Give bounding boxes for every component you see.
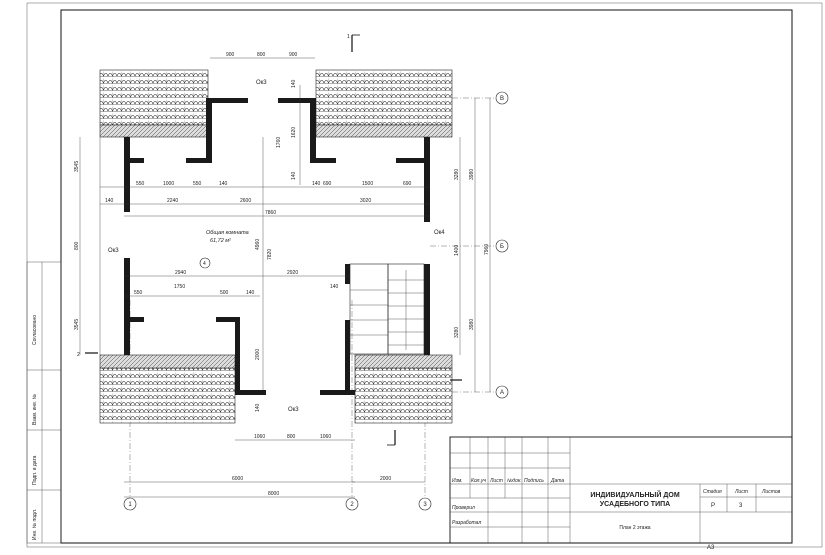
dim-shaft-1: 140 [291, 79, 297, 88]
stamp-sign-date: Подп. и дата [32, 455, 38, 485]
dim-r4-2: 1750 [174, 284, 185, 290]
title-block [449, 436, 793, 544]
dim-center-3: 2000 [255, 349, 261, 360]
tb-stage-header: Стадия [703, 489, 722, 495]
dim-r2-1: 140 [105, 198, 114, 204]
dim-r1-4: 140 [219, 181, 228, 187]
dim-left-3: 3545 [74, 319, 80, 330]
room-area: 61,72 м² [210, 238, 231, 244]
axis-label-b: Б [500, 244, 504, 250]
dim-right-4: 3280 [454, 327, 460, 338]
axis-marker-v [495, 91, 509, 105]
section-marks: 1 2 [77, 34, 462, 446]
dim-r3-1: 2940 [175, 270, 186, 276]
window-label-top: Ок3 [256, 80, 267, 86]
dim-top-1: 900 [226, 52, 235, 58]
tb-col-sign: Подпись [524, 478, 544, 484]
dim-r2-4: 3020 [360, 198, 371, 204]
dim-r1-8: 690 [403, 181, 412, 187]
side-stamp: Согласовано Взам. инв. № Подп. и дата Ин… [26, 261, 62, 544]
dim-r2-2: 2240 [167, 198, 178, 204]
dim-top-3: 900 [289, 52, 298, 58]
axis-marker-3 [418, 497, 432, 511]
walls [124, 98, 430, 395]
window-label-bottom: Ок3 [288, 407, 299, 413]
stamp-agreed: Согласовано [32, 315, 38, 345]
dim-r3-3: 140 [330, 284, 339, 290]
tb-col-kol: Кол.уч [471, 478, 486, 484]
dim-shaft-2: 1620 [291, 127, 297, 138]
dim-r1-2: 1000 [163, 181, 174, 187]
dim-top-2: 800 [257, 52, 266, 58]
dim-center-1: 4960 [255, 239, 261, 250]
stamp-replace-inv: Взам. инв. № [32, 394, 38, 425]
axis-marker-2 [345, 497, 359, 511]
dim-bottom-2: 800 [287, 434, 296, 440]
tb-sheet-header: Лист [734, 489, 748, 495]
axis-label-2: 2 [350, 502, 354, 508]
tb-col-list: Лист [489, 478, 503, 484]
dim-axes-total: 8000 [268, 491, 279, 497]
axis-label-1: 1 [128, 502, 132, 508]
dim-r2-3: 2600 [240, 198, 251, 204]
section-mark-left: 2 [77, 352, 80, 358]
dim-shaft-3: 1760 [276, 137, 282, 148]
dim-right-1: 3280 [454, 169, 460, 180]
tb-col-date: Дата [550, 478, 564, 484]
tb-sheet-title: План 2 этажа [619, 525, 650, 531]
dim-bottom-1: 1060 [254, 434, 265, 440]
dim-r1-6: 690 [323, 181, 332, 187]
axis-label-3: 3 [423, 502, 427, 508]
tb-col-izm: Изм. [452, 478, 463, 484]
tb-project-title-1: ИНДИВИДУАЛЬНЫЙ ДОМ [590, 490, 679, 499]
room-number: 4 [203, 261, 206, 267]
dim-total-inner: 7860 [265, 210, 276, 216]
window-label-right: Ок4 [434, 230, 445, 236]
dim-right-2: 3980 [469, 169, 475, 180]
dim-left-1: 3545 [74, 161, 80, 172]
tb-role-checked: Проверил [452, 505, 475, 511]
dim-r1-1: 550 [136, 181, 145, 187]
sheet-format: А3 [707, 545, 715, 550]
axis-marker-1 [123, 497, 137, 511]
dim-axes-1: 6000 [232, 476, 243, 482]
roof-tiles [99, 69, 453, 424]
axis-markers: В Б А 1 2 3 [123, 91, 509, 511]
dim-r1-7: 1500 [362, 181, 373, 187]
tb-stage-value: Р [711, 503, 715, 509]
dim-r1-5: 140 [312, 181, 321, 187]
tb-project-title-2: УСАДЕБНОГО ТИПА [600, 501, 670, 508]
dim-r4-4: 140 [246, 290, 255, 296]
tb-sheets-header: Листов [761, 489, 781, 495]
tb-role-developed: Разработал [452, 520, 481, 526]
dim-center-2: 7820 [267, 249, 273, 260]
axis-label-a: А [500, 390, 504, 396]
dim-right-5: 3980 [469, 319, 475, 330]
dim-shaft-4: 140 [291, 171, 297, 180]
dim-bottom-3: 1060 [320, 434, 331, 440]
stamp-inv-orig: Инв. № подл. [32, 509, 38, 540]
dimension-lines [79, 57, 491, 498]
dim-axes-2: 2000 [380, 476, 391, 482]
tb-col-doc: №док. [507, 478, 522, 484]
dim-center-4: 140 [255, 403, 261, 412]
axis-marker-b [495, 239, 509, 253]
dim-r1-3: 550 [193, 181, 202, 187]
section-mark-top: 1 [347, 34, 350, 40]
dim-left-2: 800 [74, 241, 80, 250]
dim-right-3: 1400 [454, 245, 460, 256]
axis-marker-a [495, 385, 509, 399]
room-number-circle [199, 257, 211, 269]
dim-r4-3: 500 [220, 290, 229, 296]
staircase [349, 263, 425, 355]
dim-r4-1: 550 [134, 290, 143, 296]
dim-right-6: 7960 [484, 244, 490, 255]
window-label-left: Ок3 [108, 248, 119, 254]
room-name: Общая комната [206, 230, 249, 236]
dim-r3-2: 2920 [287, 270, 298, 276]
tb-sheet-value: 3 [739, 503, 743, 509]
axis-label-v: В [500, 96, 504, 102]
